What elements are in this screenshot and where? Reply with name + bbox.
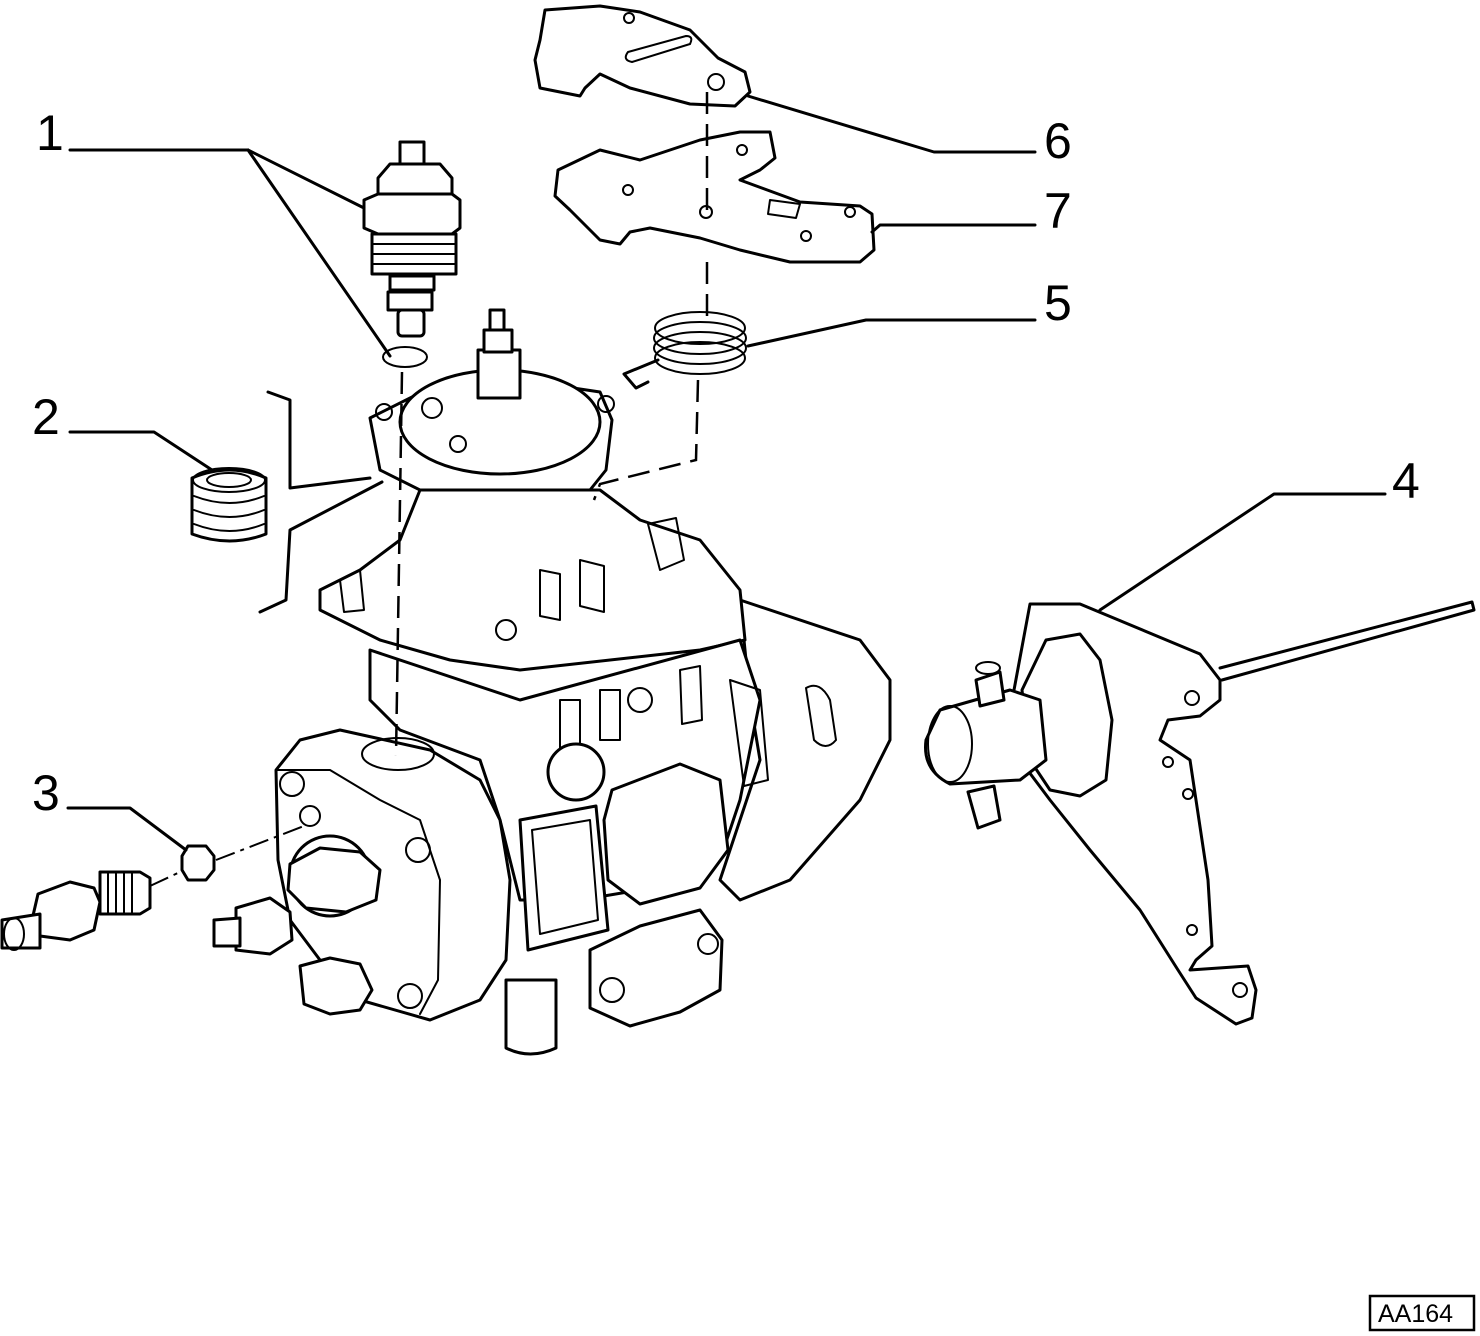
figure-code-box: AA164 — [1368, 1294, 1476, 1332]
callout-2: 2 — [32, 389, 60, 445]
callout-7: 7 — [1044, 183, 1072, 239]
part-2-coil-spring — [190, 467, 268, 543]
part-3-fittings — [0, 844, 216, 951]
part-6-cover-plate — [533, 4, 752, 108]
callout-4: 4 — [1392, 453, 1420, 509]
leader-lines — [66, 94, 1387, 852]
part-5-torsion-spring — [622, 311, 747, 390]
part-7-bracket-plate — [553, 130, 876, 264]
part-4-cold-start-device — [924, 600, 1476, 1026]
callout-6: 6 — [1044, 113, 1072, 169]
injection-pump-body — [212, 308, 892, 1056]
figure-code: AA164 — [1378, 1300, 1453, 1328]
callout-5: 5 — [1044, 275, 1072, 331]
part-1-solenoid-valve — [362, 140, 462, 368]
callout-3: 3 — [32, 765, 60, 821]
callout-1: 1 — [36, 105, 64, 161]
